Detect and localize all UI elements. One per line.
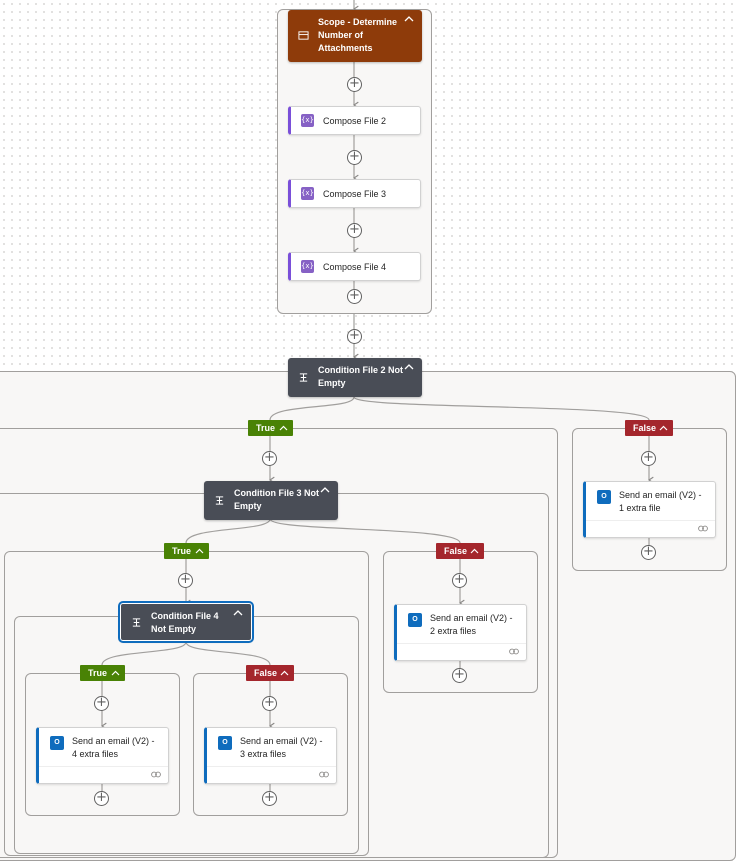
outlook-icon: O bbox=[597, 490, 611, 504]
collapse-chevron-icon[interactable] bbox=[195, 548, 204, 554]
add-step-button[interactable]: + bbox=[347, 223, 362, 238]
send-email-4-label: Send an email (V2) - 4 extra files bbox=[72, 736, 155, 759]
outlook-icon: O bbox=[408, 613, 422, 627]
condition-file-3-true-label[interactable]: True bbox=[164, 543, 209, 559]
compose-file-2-label: Compose File 2 bbox=[323, 116, 387, 126]
send-email-3-card[interactable]: O Send an email (V2) - 3 extra files bbox=[204, 727, 337, 784]
add-step-button[interactable]: + bbox=[94, 791, 109, 806]
connection-link-icon bbox=[509, 648, 519, 655]
compose-icon: {x} bbox=[301, 187, 314, 200]
send-email-1-card[interactable]: O Send an email (V2) - 1 extra file bbox=[583, 481, 716, 538]
condition-file-3-title: Condition File 3 Not Empty bbox=[234, 488, 319, 511]
outlook-icon: O bbox=[218, 736, 232, 750]
compose-file-4-label: Compose File 4 bbox=[323, 262, 387, 272]
scope-header[interactable]: Scope - Determine Number of Attachments bbox=[288, 10, 422, 62]
connection-link-icon bbox=[151, 771, 161, 778]
add-step-button[interactable]: + bbox=[347, 329, 362, 344]
compose-icon: {x} bbox=[301, 260, 314, 273]
collapse-chevron-icon[interactable] bbox=[233, 609, 243, 617]
compose-file-3-card[interactable]: {x} Compose File 3 bbox=[288, 179, 421, 208]
send-email-2-card[interactable]: O Send an email (V2) - 2 extra files bbox=[394, 604, 527, 661]
condition-file-3-header[interactable]: Condition File 3 Not Empty bbox=[204, 481, 338, 520]
condition-file-3-false-label[interactable]: False bbox=[436, 543, 484, 559]
send-email-3-label: Send an email (V2) - 3 extra files bbox=[240, 736, 323, 759]
condition-icon bbox=[299, 373, 308, 382]
condition-icon bbox=[215, 496, 224, 505]
collapse-chevron-icon[interactable] bbox=[404, 15, 414, 23]
collapse-chevron-icon[interactable] bbox=[470, 548, 479, 554]
add-step-button[interactable]: + bbox=[641, 545, 656, 560]
add-step-button[interactable]: + bbox=[262, 791, 277, 806]
condition-icon bbox=[132, 618, 141, 627]
scope-icon bbox=[298, 31, 309, 40]
condition-file-2-false-label[interactable]: False bbox=[625, 420, 673, 436]
send-email-4-card[interactable]: O Send an email (V2) - 4 extra files bbox=[36, 727, 169, 784]
compose-file-3-label: Compose File 3 bbox=[323, 189, 387, 199]
condition-file-2-header[interactable]: Condition File 2 Not Empty bbox=[288, 358, 422, 397]
collapse-chevron-icon[interactable] bbox=[659, 425, 668, 431]
add-step-button[interactable]: + bbox=[347, 150, 362, 165]
collapse-chevron-icon[interactable] bbox=[280, 670, 289, 676]
condition-file-4-header[interactable]: Condition File 4 Not Empty bbox=[118, 601, 254, 643]
outlook-icon: O bbox=[50, 736, 64, 750]
add-step-button[interactable]: + bbox=[347, 77, 362, 92]
add-step-button[interactable]: + bbox=[452, 668, 467, 683]
add-step-button[interactable]: + bbox=[178, 573, 193, 588]
connection-link-icon bbox=[698, 525, 708, 532]
collapse-chevron-icon[interactable] bbox=[111, 670, 120, 676]
compose-file-2-card[interactable]: {x} Compose File 2 bbox=[288, 106, 421, 135]
add-step-button[interactable]: + bbox=[94, 696, 109, 711]
collapse-chevron-icon[interactable] bbox=[279, 425, 288, 431]
condition-file-4-false-label[interactable]: False bbox=[246, 665, 294, 681]
connection-link-icon bbox=[319, 771, 329, 778]
collapse-chevron-icon[interactable] bbox=[404, 363, 414, 371]
condition-file-4-title: Condition File 4 Not Empty bbox=[151, 611, 219, 634]
condition-file-2-true-label[interactable]: True bbox=[248, 420, 293, 436]
collapse-chevron-icon[interactable] bbox=[320, 486, 330, 494]
scope-title: Scope - Determine Number of Attachments bbox=[318, 17, 398, 53]
send-email-1-label: Send an email (V2) - 1 extra file bbox=[619, 490, 702, 513]
add-step-button[interactable]: + bbox=[262, 696, 277, 711]
condition-file-2-title: Condition File 2 Not Empty bbox=[318, 365, 403, 388]
send-email-2-label: Send an email (V2) - 2 extra files bbox=[430, 613, 513, 636]
add-step-button[interactable]: + bbox=[641, 451, 656, 466]
condition-file-4-true-label[interactable]: True bbox=[80, 665, 125, 681]
add-step-button[interactable]: + bbox=[347, 289, 362, 304]
compose-icon: {x} bbox=[301, 114, 314, 127]
add-step-button[interactable]: + bbox=[262, 451, 277, 466]
compose-file-4-card[interactable]: {x} Compose File 4 bbox=[288, 252, 421, 281]
add-step-button[interactable]: + bbox=[452, 573, 467, 588]
